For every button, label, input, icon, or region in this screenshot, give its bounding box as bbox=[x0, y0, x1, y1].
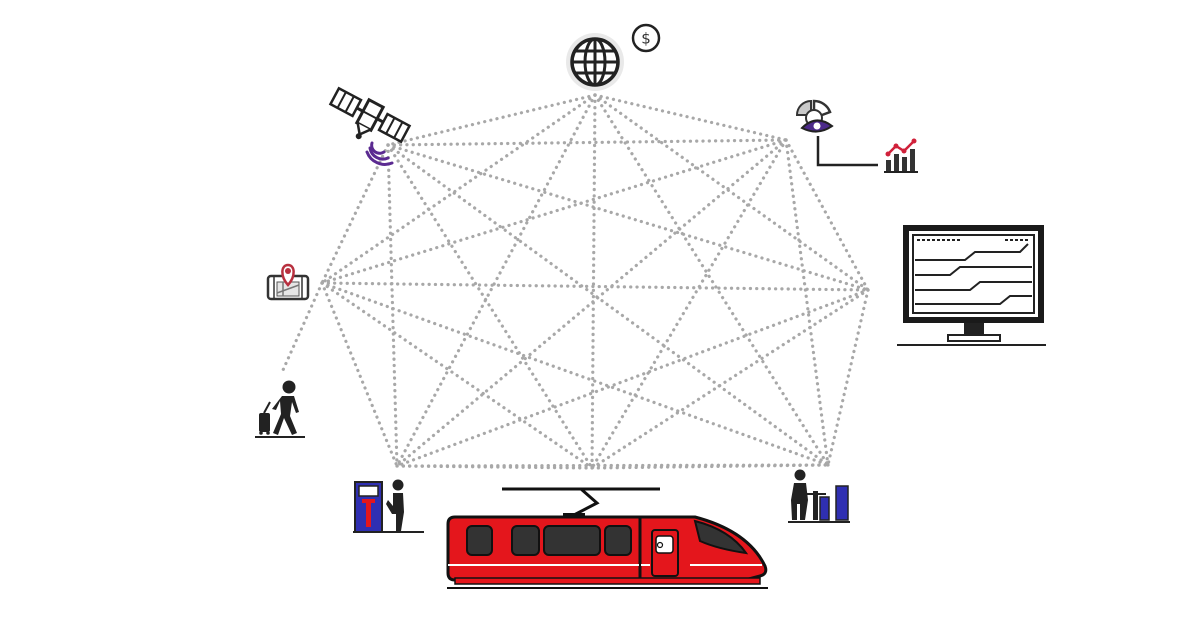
network-link bbox=[386, 143, 870, 292]
network-link bbox=[386, 143, 830, 467]
traveler-with-luggage-icon bbox=[255, 380, 305, 438]
map-pin-tablet-icon bbox=[266, 263, 310, 301]
dollar-symbol: $ bbox=[641, 30, 651, 48]
network-link bbox=[320, 143, 390, 285]
network-links bbox=[281, 93, 870, 470]
globe-icon bbox=[566, 33, 624, 91]
dollar-icon: $ bbox=[631, 23, 661, 53]
network-link bbox=[590, 138, 788, 470]
satellite-icon bbox=[328, 86, 412, 144]
connector-line bbox=[816, 136, 878, 167]
network-link bbox=[784, 138, 830, 467]
network-link bbox=[320, 93, 597, 285]
network-link bbox=[593, 93, 788, 142]
network-link bbox=[395, 138, 788, 468]
network-link bbox=[593, 93, 870, 292]
network-link bbox=[590, 463, 830, 470]
turnstile-icon bbox=[788, 469, 850, 523]
network-link bbox=[395, 288, 870, 468]
ticket-machine-icon bbox=[353, 479, 424, 533]
network-link bbox=[320, 281, 594, 470]
network-link bbox=[593, 93, 830, 467]
network-link bbox=[320, 281, 399, 468]
monitor-icon bbox=[897, 225, 1046, 346]
network-link bbox=[590, 93, 597, 470]
network-link bbox=[386, 143, 594, 470]
line-chart-icon bbox=[884, 138, 918, 173]
network-link bbox=[386, 138, 788, 147]
network-link bbox=[395, 464, 594, 470]
network-link bbox=[320, 138, 788, 285]
network-link bbox=[590, 288, 870, 470]
signal-waves-icon bbox=[365, 141, 394, 166]
high-speed-train-icon bbox=[446, 487, 768, 589]
network-link bbox=[395, 93, 597, 468]
network-link bbox=[386, 93, 597, 147]
network-link bbox=[320, 281, 830, 467]
network-link bbox=[826, 288, 870, 467]
network-link bbox=[386, 143, 399, 468]
network-link bbox=[320, 281, 870, 292]
analytics-eye-icon bbox=[795, 99, 834, 133]
